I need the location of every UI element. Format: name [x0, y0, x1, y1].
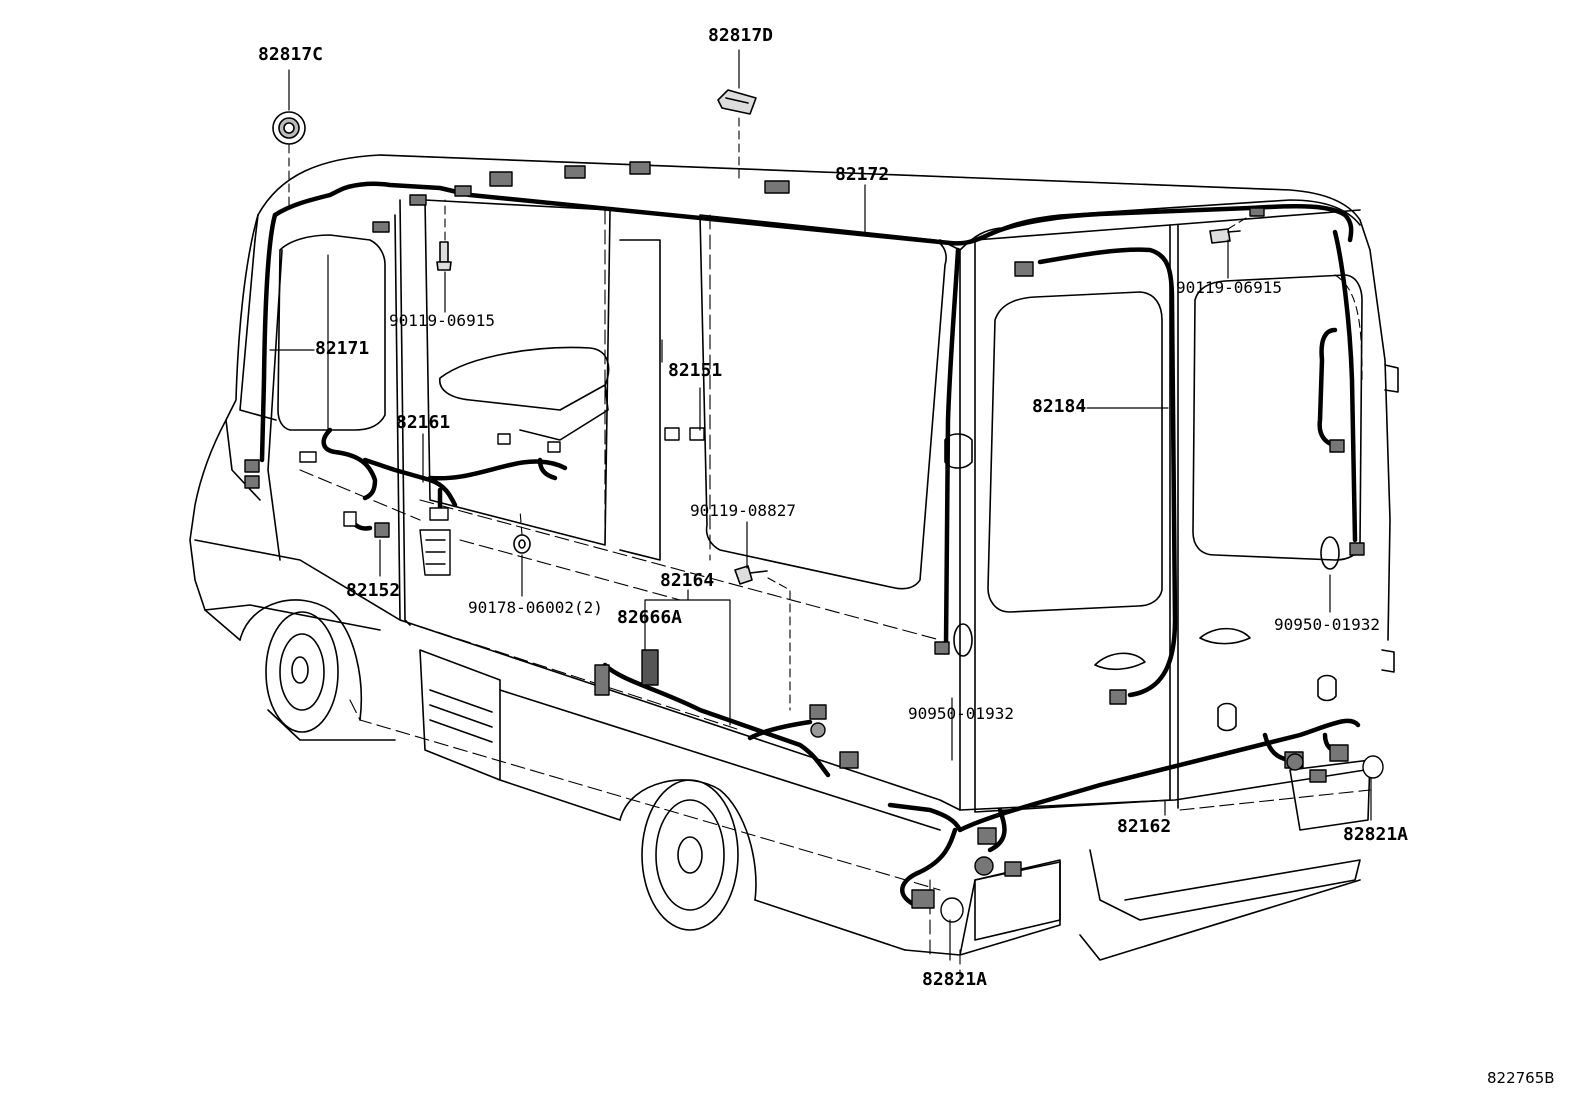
- label-82817D: 82817D: [708, 25, 774, 46]
- loose-parts: [272, 89, 1241, 585]
- label-90119-06915-left: 90119-06915: [389, 311, 495, 330]
- label-82817C: 82817C: [258, 44, 324, 65]
- label-82184: 82184: [1032, 396, 1087, 417]
- label-82161: 82161: [396, 412, 451, 433]
- label-90950-01932-center: 90950-01932: [908, 704, 1014, 723]
- connectors: [244, 161, 1384, 923]
- label-82151: 82151: [668, 360, 723, 381]
- label-82821A-right: 82821A: [1343, 824, 1409, 845]
- label-82152: 82152: [346, 580, 401, 601]
- label-82171: 82171: [315, 338, 370, 359]
- label-90119-08827: 90119-08827: [690, 501, 796, 520]
- dashed-edges: [299, 154, 1371, 981]
- leader-lines-dashed: [288, 117, 1363, 711]
- label-82172: 82172: [835, 164, 890, 185]
- label-90950-01932-right: 90950-01932: [1274, 615, 1380, 634]
- label-82666A: 82666A: [617, 607, 683, 628]
- diagram-reference-number: 822765B: [1487, 1069, 1555, 1087]
- label-82821A-bottom: 82821A: [922, 969, 988, 990]
- label-90178-06002: 90178-06002(2): [468, 598, 603, 617]
- leader-lines: [269, 49, 1372, 961]
- label-82164: 82164: [660, 570, 715, 591]
- van-body: [189, 154, 1399, 961]
- label-82162: 82162: [1117, 816, 1172, 837]
- label-90119-06915-right: 90119-06915: [1176, 278, 1282, 297]
- wiring-harness: [259, 181, 1361, 908]
